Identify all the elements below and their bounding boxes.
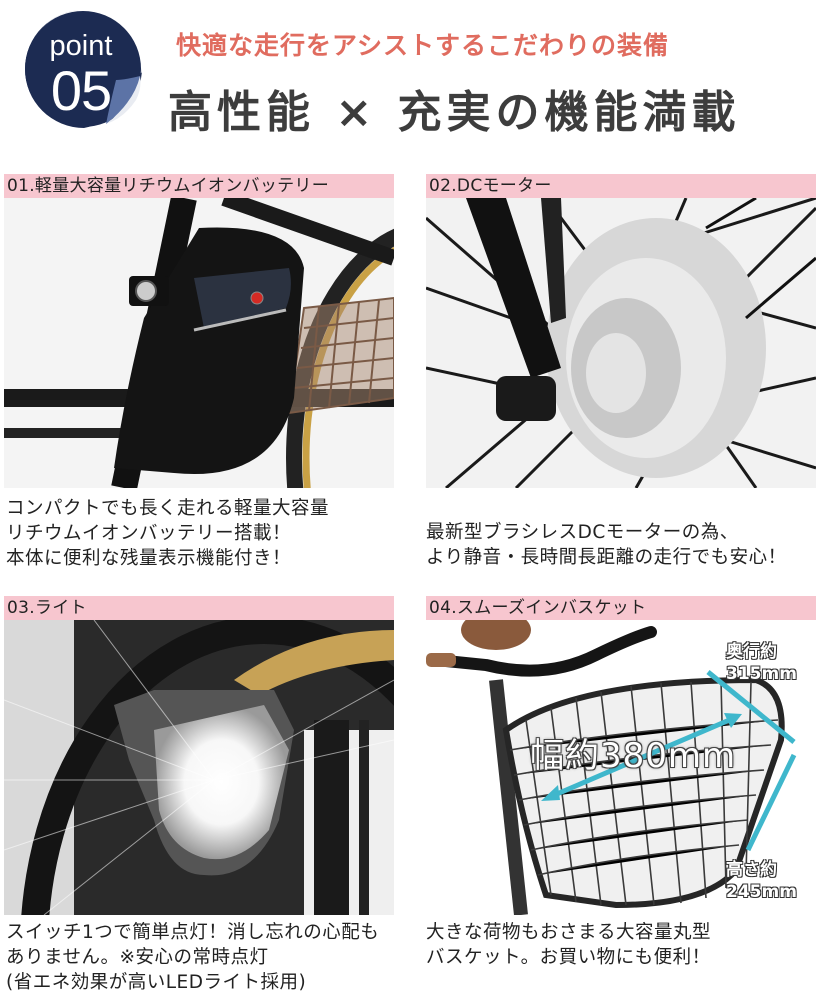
feature-caption-light: スイッチ1つで簡単点灯！消し忘れの心配も ありません。※安心の常時点灯 (省エネ… [6,922,380,993]
feature-heading-light: 03.ライト [4,596,394,620]
headlight-photo [4,620,394,915]
point-badge: point 05 [20,6,148,134]
feature-caption-motor: 最新型ブラシレスDCモーターの為、 より静音・長時間長距離の走行でも安心！ [426,522,787,568]
motor-hub-photo [426,198,816,488]
badge-circle-icon [25,10,142,128]
basket-depth-value: 315mm [726,664,797,684]
basket-height-value: 245mm [726,882,797,902]
feature-heading-motor: 02.DCモーター [426,174,816,198]
feature-caption-basket: 大きな荷物もおさまる大容量丸型 バスケット。お買い物にも便利！ [426,922,712,968]
feature-caption-battery: コンパクトでも長く走れる軽量大容量 リチウムイオンバッテリー搭載！ 本体に便利な… [6,498,330,569]
badge-number: 05 [50,59,112,122]
basket-width-label: 幅約380mm [530,736,737,776]
feature-heading-basket: 04.スムーズインバスケット [426,596,816,620]
page-subtitle: 快適な走行をアシストするこだわりの装備 [176,31,670,60]
page-title: 高性能 × 充実の機能満載 [168,87,741,138]
battery-photo [4,198,394,488]
basket-photo: 幅約380mm 奥行約 315mm 高さ約 245mm [426,620,816,915]
basket-depth-label: 奥行約 [726,642,777,662]
feature-heading-battery: 01.軽量大容量リチウムイオンバッテリー [4,174,394,198]
basket-height-label: 高さ約 [726,860,777,880]
badge-label: point [49,30,113,62]
